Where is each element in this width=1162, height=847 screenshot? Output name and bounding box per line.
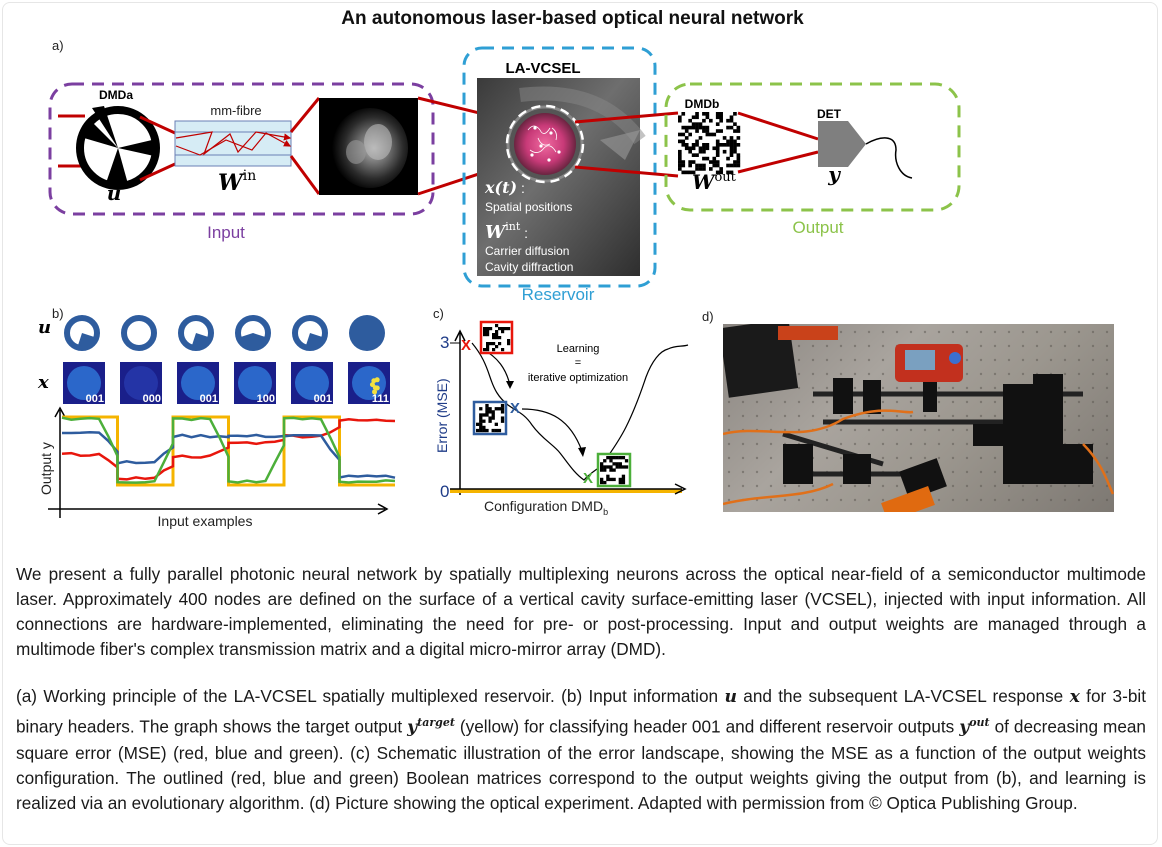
blue-boolean-matrix <box>472 400 508 436</box>
header-label: 001 <box>200 393 218 405</box>
w-int-description-2: Cavity diffraction <box>485 260 573 274</box>
dmd-a-label: DMDa <box>99 88 133 102</box>
figure-caption: (a) Working principle of the LA-VCSEL sp… <box>16 686 1146 813</box>
reservoir-box <box>462 46 657 288</box>
u-input-icon <box>235 315 271 351</box>
input-box-label: Input <box>207 223 245 242</box>
u-input-icon <box>349 315 385 351</box>
red-boolean-matrix <box>479 320 514 355</box>
u-input-icon <box>292 315 328 351</box>
panel-c-label: c) <box>433 306 444 321</box>
panel-c-diagram: 3 0 Error (MSE) Configuration DMDb X X X… <box>434 320 689 517</box>
abstract-paragraph: We present a fully parallel photonic neu… <box>16 564 1146 659</box>
w-int-description-1: Carrier diffusion <box>485 244 569 258</box>
u-row-label: u <box>38 317 51 338</box>
w-in-symbol: Win <box>218 168 256 196</box>
x-response-thumbnail: 100 <box>234 362 276 405</box>
w-out-symbol: Wout <box>692 170 737 194</box>
x-symbol: x(t) : <box>484 178 525 197</box>
x-response-thumbnail: 001 <box>291 362 333 405</box>
output-box-label: Output <box>792 218 843 237</box>
x-axis-label: Input examples <box>158 513 253 529</box>
c-ytick-3: 3 <box>440 333 449 352</box>
det-label: DET <box>817 107 842 121</box>
x-response-thumbnail: 000 <box>120 362 162 405</box>
experiment-photo <box>723 324 1114 512</box>
series-line-4caf3a <box>61 416 396 484</box>
experiment-photo-art <box>723 324 1114 512</box>
panel-b-chart: u x 001 000 001 100 001 111 Output y Input ex… <box>37 315 396 529</box>
dmd-b-pattern-icon <box>678 112 741 175</box>
header-label: 001 <box>314 393 332 405</box>
mm-fibre-icon <box>174 120 292 167</box>
detector-cable <box>865 137 913 179</box>
header-label: 001 <box>86 393 104 405</box>
reservoir-title: LA-VCSEL <box>506 60 581 77</box>
x-description: Spatial positions <box>485 200 572 214</box>
dmd-a-wheel-icon <box>76 106 160 190</box>
w-int-symbol: Wint : <box>485 220 528 243</box>
y-axis-label: Output y <box>38 442 54 495</box>
header-label: 000 <box>143 393 161 405</box>
u-symbol: u <box>107 181 122 205</box>
x-response-thumbnail: 001 <box>63 362 105 405</box>
learning-annotation-1: Learning <box>557 343 600 355</box>
learning-annotation-2: = <box>575 357 581 369</box>
header-label: 111 <box>372 393 389 405</box>
u-input-icon <box>178 315 214 351</box>
red-marker: X <box>461 337 471 354</box>
output-box <box>664 82 961 212</box>
c-x-axis-label: Configuration DMDb <box>484 498 608 517</box>
c-y-axis-label: Error (MSE) <box>434 378 450 453</box>
figure-title: An autonomous laser-based optical neural… <box>341 8 804 29</box>
detector-icon <box>818 121 866 167</box>
input-box <box>48 82 435 216</box>
header-label: 100 <box>257 393 275 405</box>
panel-a-diagram: a) Input DMDa u mm-fibre Win LA-VCSEL <box>48 38 961 304</box>
y-symbol: y <box>827 162 841 186</box>
x-response-thumbnail: 111 <box>348 362 390 405</box>
c-ytick-0: 0 <box>440 482 449 501</box>
panel-d-label: d) <box>702 309 714 324</box>
learning-annotation-3: iterative optimization <box>528 372 628 384</box>
x-row-label: x <box>37 372 49 393</box>
dmd-b-label: DMDb <box>685 97 720 111</box>
green-boolean-matrix <box>596 452 632 488</box>
blue-marker: X <box>510 400 520 417</box>
green-marker: X <box>583 470 593 487</box>
fibre-label: mm-fibre <box>210 103 261 118</box>
panel-b-label: b) <box>52 306 64 321</box>
panel-a-label: a) <box>52 38 64 53</box>
x-response-thumbnail: 001 <box>177 362 219 405</box>
reservoir-box-label: Reservoir <box>522 285 595 304</box>
u-input-icon <box>121 315 157 351</box>
u-input-icon <box>64 315 100 351</box>
error-landscape-curve <box>471 342 689 481</box>
